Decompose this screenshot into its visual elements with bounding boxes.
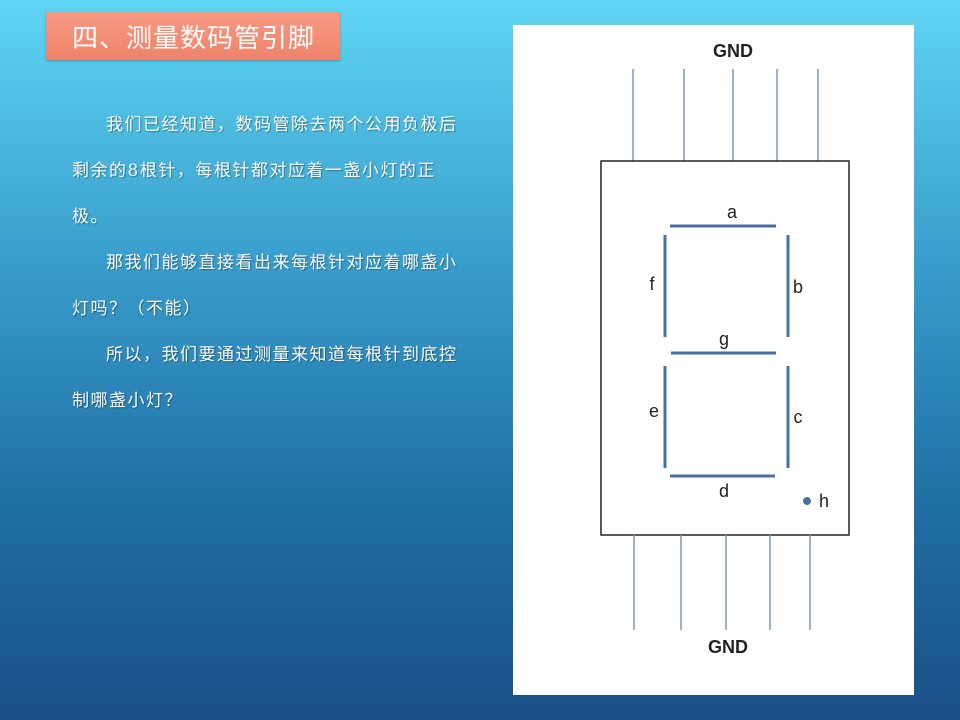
paragraph-3: 所以，我们要通过测量来知道每根针到底控制哪盏小灯？ [72,345,458,411]
top-gnd-label: GND [713,41,753,61]
top-pins [632,69,819,161]
body-text: 我们已经知道，数码管除去两个公用负极后剩余的8根针，每根针都对应着一盏小灯的正极… [72,102,464,424]
seven-segment-diagram: GND a f b g e c d h GND [513,25,914,695]
segment-label-d: d [719,481,729,501]
segment-label-a: a [727,202,738,222]
segment-label-c: c [794,407,803,427]
title-banner: 四、测量数码管引脚 [46,12,340,60]
display-body [600,160,850,536]
bottom-pins [633,535,811,630]
decimal-point [803,497,811,505]
segment-label-b: b [793,277,803,297]
paragraph-1: 我们已经知道，数码管除去两个公用负极后剩余的8根针，每根针都对应着一盏小灯的正极… [72,115,458,227]
bottom-gnd-label: GND [708,637,748,657]
segment-label-f: f [649,274,655,294]
slide-title: 四、测量数码管引脚 [72,24,316,54]
segment-label-h: h [819,491,829,511]
segment-label-g: g [719,329,729,349]
diagram-svg: GND a f b g e c d h GND [600,41,850,657]
paragraph-2: 那我们能够直接看出来每根针对应着哪盏小灯吗？（不能） [72,253,458,319]
segment-label-e: e [649,401,659,421]
